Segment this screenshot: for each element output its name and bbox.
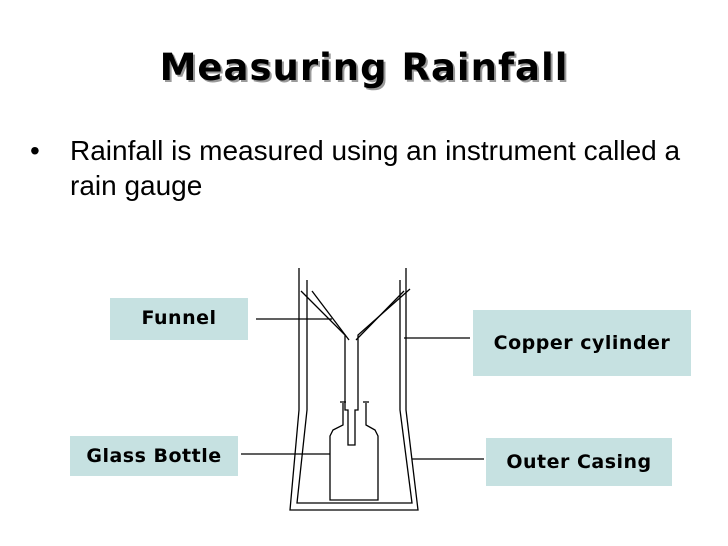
funnel-outline	[300, 288, 411, 446]
outer-casing-label: Outer Casing	[486, 438, 672, 486]
bullet-mark: •	[30, 135, 40, 166]
funnel-label: Funnel	[110, 298, 248, 340]
copper-cylinder-label: Copper cylinder	[473, 310, 691, 376]
outer-casing-label-text: Outer Casing	[506, 451, 652, 473]
funnel-label-text: Funnel	[141, 307, 217, 329]
funnel-inner-left	[311, 290, 350, 341]
bullet-text: Rainfall is measured using an instrument…	[70, 135, 681, 201]
funnel-inner-right	[355, 290, 405, 341]
outer-casing-outline	[289, 268, 419, 511]
glass-bottle-label: Glass Bottle	[70, 436, 238, 476]
glass-bottle-label-text: Glass Bottle	[86, 445, 222, 467]
glass-bottle-outline	[329, 403, 379, 501]
copper-cylinder-outline	[296, 280, 413, 504]
copper-cylinder-label-text: Copper cylinder	[493, 332, 671, 354]
slide-title: Measuring Rainfall	[159, 46, 569, 89]
